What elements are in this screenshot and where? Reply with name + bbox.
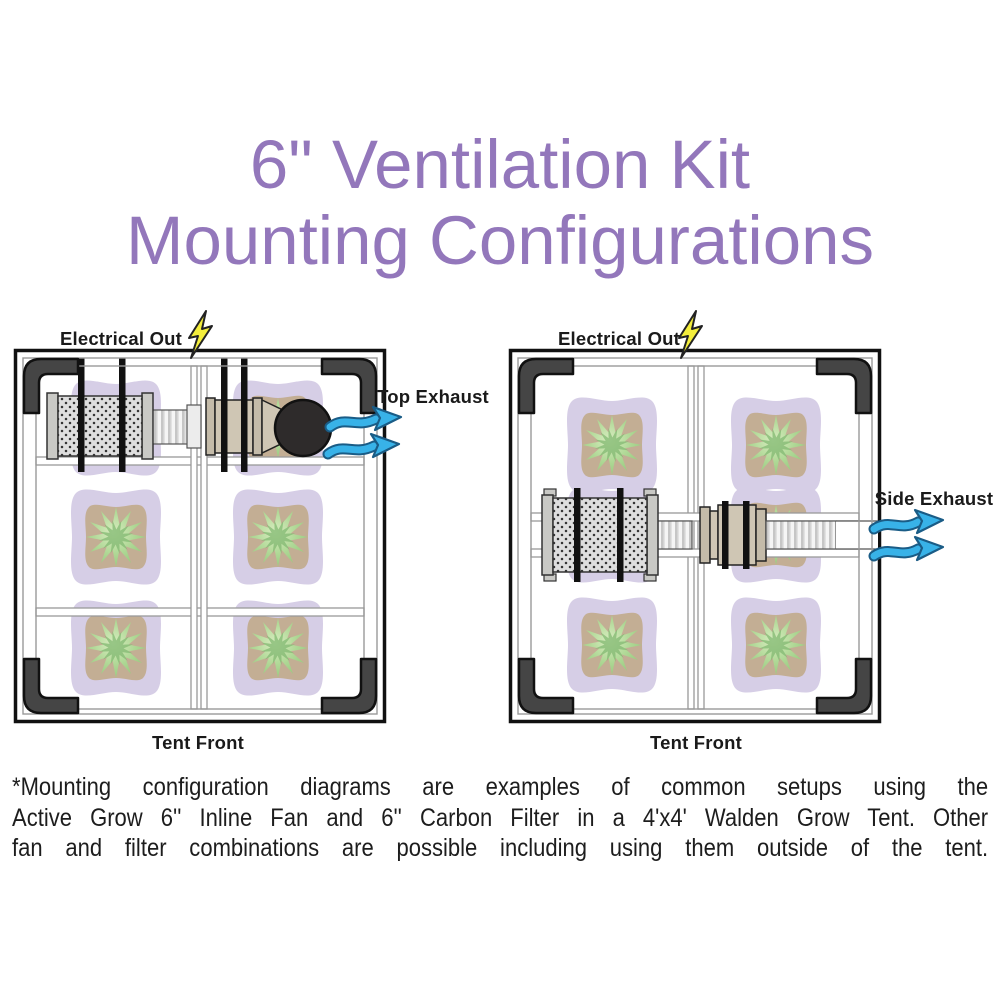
plant-pot bbox=[233, 489, 323, 585]
side-exhaust-label: Side Exhaust bbox=[875, 488, 994, 509]
plant-pot bbox=[731, 597, 821, 693]
top-exhaust-label: Top Exhaust bbox=[377, 386, 489, 407]
top-exhaust-port bbox=[273, 398, 333, 458]
tent-front-label: Tent Front bbox=[650, 732, 742, 753]
plant-pot bbox=[71, 489, 161, 585]
footnote: *Mounting configuration diagrams are exa… bbox=[12, 772, 988, 864]
mounting-strap bbox=[241, 358, 248, 472]
exhaust-arrows bbox=[322, 405, 403, 460]
electrical-out-label: Electrical Out bbox=[60, 328, 182, 349]
plant-pot bbox=[731, 397, 821, 493]
mounting-strap bbox=[574, 488, 581, 582]
carbon-filter bbox=[46, 392, 154, 460]
electrical-out-label: Electrical Out bbox=[558, 328, 680, 349]
mounting-strap bbox=[617, 488, 624, 582]
mounting-strap bbox=[78, 358, 85, 472]
tent-pole-frame bbox=[517, 357, 873, 715]
mounting-strap bbox=[743, 501, 750, 569]
page-title-line1: 6" Ventilation Kit bbox=[249, 126, 751, 203]
mounting-strap bbox=[221, 358, 228, 472]
mounting-strap bbox=[119, 358, 126, 472]
ventilation-assembly bbox=[46, 358, 333, 472]
plant-pot bbox=[567, 597, 657, 693]
carbon-filter bbox=[541, 488, 659, 582]
ventilation-assembly bbox=[541, 488, 878, 582]
top-exhaust-diagram: Electrical Out Top Exhaust Tent Front bbox=[13, 310, 489, 753]
tent-front-label: Tent Front bbox=[152, 732, 244, 753]
flex-duct bbox=[765, 520, 837, 550]
exhaust-arrow-icon bbox=[868, 508, 945, 535]
tent-pole-frame bbox=[22, 357, 378, 715]
footnote-line: Active Grow 6'' Inline Fan and 6'' Carbo… bbox=[12, 803, 989, 832]
footnote-line: *Mounting configuration diagrams are exa… bbox=[12, 773, 989, 801]
inline-fan bbox=[699, 504, 767, 566]
exhaust-arrow-icon bbox=[868, 535, 945, 562]
mounting-strap bbox=[722, 501, 729, 569]
plant-pot bbox=[567, 397, 657, 493]
duct-collar bbox=[186, 404, 202, 449]
exhaust-arrow-icon bbox=[324, 405, 403, 433]
footnote-line: fan and filter combinations are possible… bbox=[12, 834, 989, 862]
flex-duct bbox=[151, 409, 190, 445]
exhaust-arrow-icon bbox=[322, 432, 401, 460]
page-title: 6" Ventilation Kit Mounting Configuratio… bbox=[0, 127, 1000, 279]
side-exhaust-diagram: Electrical Out Side Exhaust Tent Front bbox=[508, 310, 994, 753]
page-title-line2: Mounting Configurations bbox=[126, 202, 874, 279]
exhaust-arrows bbox=[868, 508, 945, 562]
